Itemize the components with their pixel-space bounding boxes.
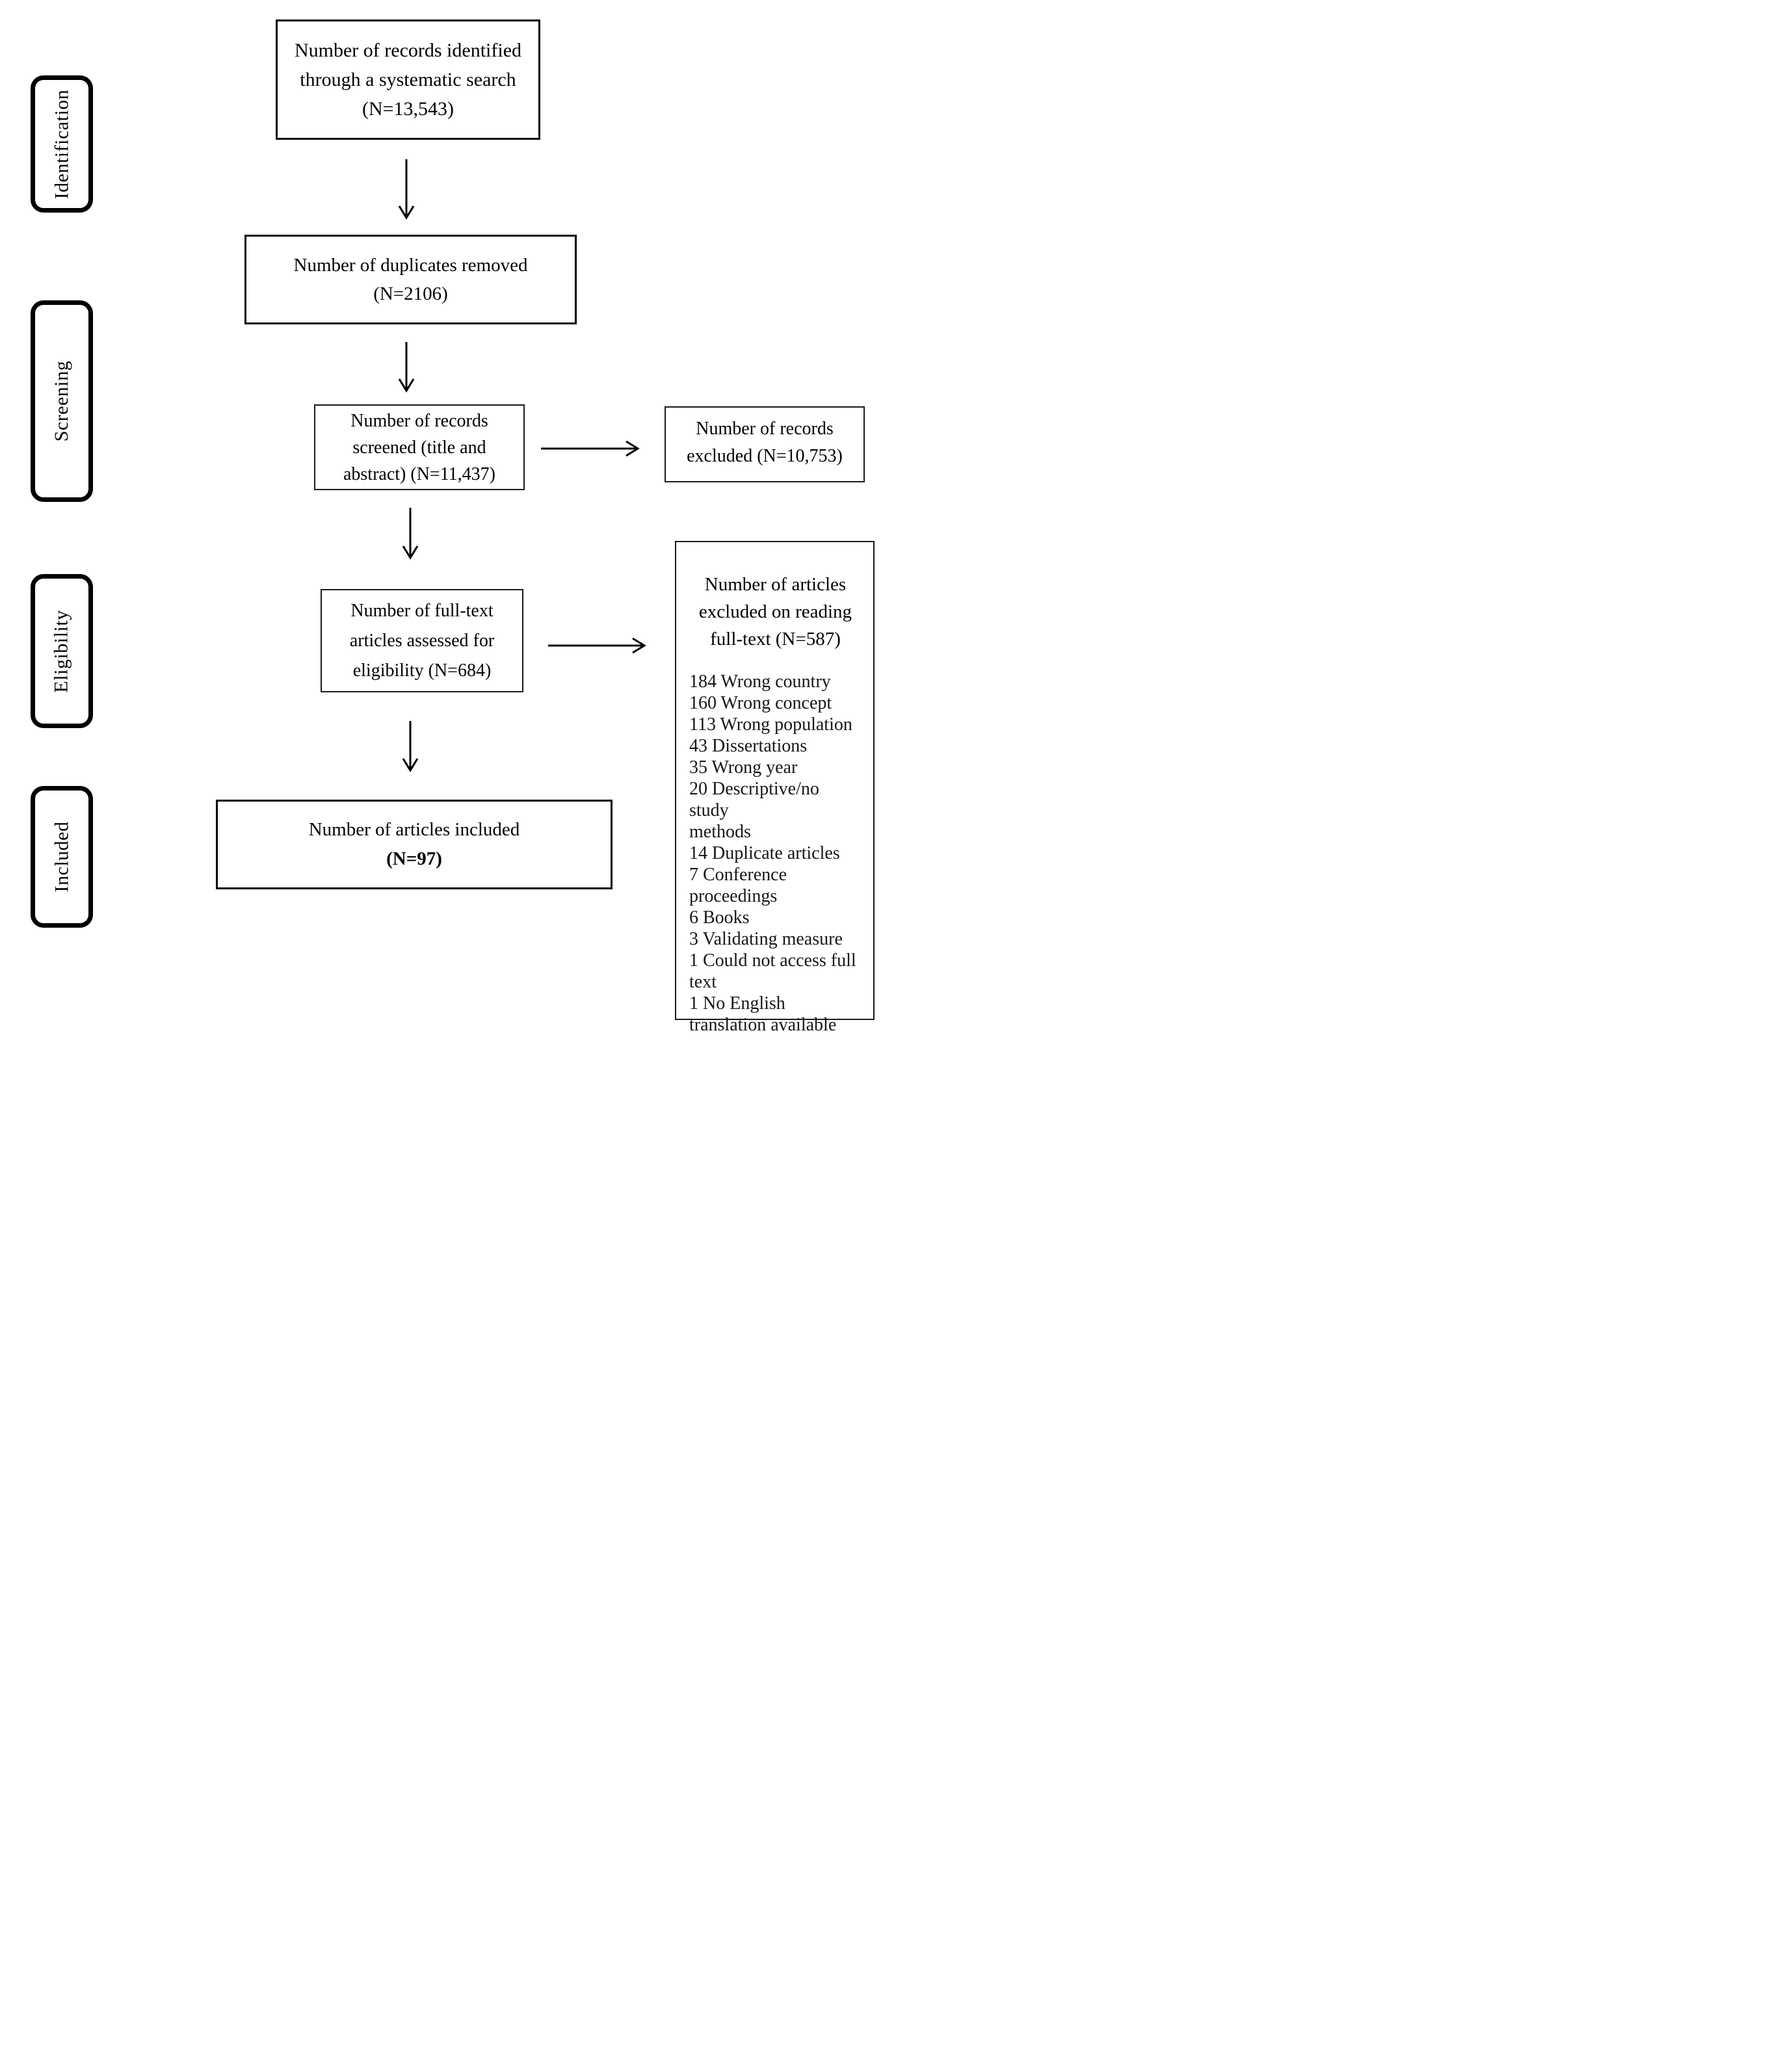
stage-label-eligibility: Eligibility bbox=[31, 574, 93, 728]
stage-label-included: Included bbox=[31, 786, 93, 928]
box-line: (N=2106) bbox=[373, 283, 448, 304]
box-line: through a systematic search bbox=[300, 69, 516, 90]
box-line: Number of articles included bbox=[308, 819, 520, 840]
exclusion-reason-item: 6 Books bbox=[689, 908, 750, 928]
stage-label-included-text: Included bbox=[51, 821, 72, 893]
exclusion-reason-item: 3 Validating measure bbox=[689, 929, 843, 949]
exclusion-reason-item: 43 Dissertations bbox=[689, 736, 808, 756]
box-line: Number of records bbox=[696, 419, 834, 439]
stage-label-screening: Screening bbox=[31, 300, 93, 502]
box-line: excluded (N=10,753) bbox=[687, 446, 843, 466]
box-line-bold: (N=97) bbox=[386, 848, 442, 869]
stage-label-identification: Identification bbox=[31, 75, 93, 213]
exclusion-reason-item: 184 Wrong country bbox=[689, 672, 831, 692]
exclusion-reasons-list: 184 Wrong country 160 Wrong concept 113 … bbox=[689, 671, 862, 1034]
arrow-down-fulltext-to-included bbox=[402, 721, 419, 772]
stage-label-identification-text: Identification bbox=[51, 89, 73, 199]
box-line: Number of records bbox=[350, 410, 488, 431]
exclusion-reason-item: 14 Duplicate articles bbox=[689, 843, 840, 863]
box-fulltext-assessed: Number of full-text articles assessed fo… bbox=[321, 589, 523, 692]
box-line: abstract) (N=11,437) bbox=[343, 464, 495, 484]
stage-label-screening-text: Screening bbox=[51, 360, 72, 442]
exclusion-reason-item: 1 No English translation available bbox=[689, 993, 837, 1034]
fulltext-excluded-header: Number of articles excluded on reading f… bbox=[689, 571, 862, 653]
box-line: Number of articles bbox=[704, 574, 847, 595]
box-records-excluded: Number of records excluded (N=10,753) bbox=[665, 406, 865, 482]
arrow-down-duplicates-to-screened bbox=[398, 342, 415, 393]
box-line: (N=13,543) bbox=[362, 98, 455, 120]
prisma-flow-diagram: Identification Screening Eligibility Inc… bbox=[0, 0, 896, 1034]
arrow-right-fulltext-to-excluded bbox=[548, 637, 646, 654]
exclusion-reason-item: 160 Wrong concept bbox=[689, 693, 832, 713]
box-records-screened: Number of records screened (title and ab… bbox=[314, 404, 525, 490]
exclusion-reason-item: 1 Could not access full text bbox=[689, 950, 856, 992]
box-duplicates-removed: Number of duplicates removed (N=2106) bbox=[244, 235, 577, 324]
stage-label-eligibility-text: Eligibility bbox=[51, 609, 73, 693]
arrow-down-screened-to-fulltext bbox=[402, 508, 419, 560]
arrow-down-identified-to-duplicates bbox=[398, 159, 415, 220]
box-line: articles assessed for bbox=[349, 630, 495, 651]
box-line: full-text (N=587) bbox=[710, 629, 841, 649]
box-fulltext-excluded: Number of articles excluded on reading f… bbox=[675, 541, 875, 1034]
box-line: Number of duplicates removed bbox=[293, 255, 528, 276]
box-line: excluded on reading bbox=[698, 601, 852, 622]
box-articles-included: Number of articles included (N=97) bbox=[216, 800, 613, 889]
exclusion-reason-item: 113 Wrong population bbox=[689, 714, 852, 735]
box-records-identified: Number of records identified through a s… bbox=[276, 20, 540, 140]
exclusion-reason-item: 7 Conference proceedings bbox=[689, 865, 787, 906]
box-line: Number of records identified bbox=[294, 40, 522, 61]
box-line: screened (title and bbox=[352, 437, 486, 458]
exclusion-reason-item: 35 Wrong year bbox=[689, 757, 798, 778]
arrow-right-screened-to-excluded bbox=[541, 440, 640, 457]
box-line: eligibility (N=684) bbox=[352, 660, 492, 681]
exclusion-reason-item: 20 Descriptive/no study methods bbox=[689, 779, 819, 842]
box-line: Number of full-text bbox=[350, 600, 494, 621]
